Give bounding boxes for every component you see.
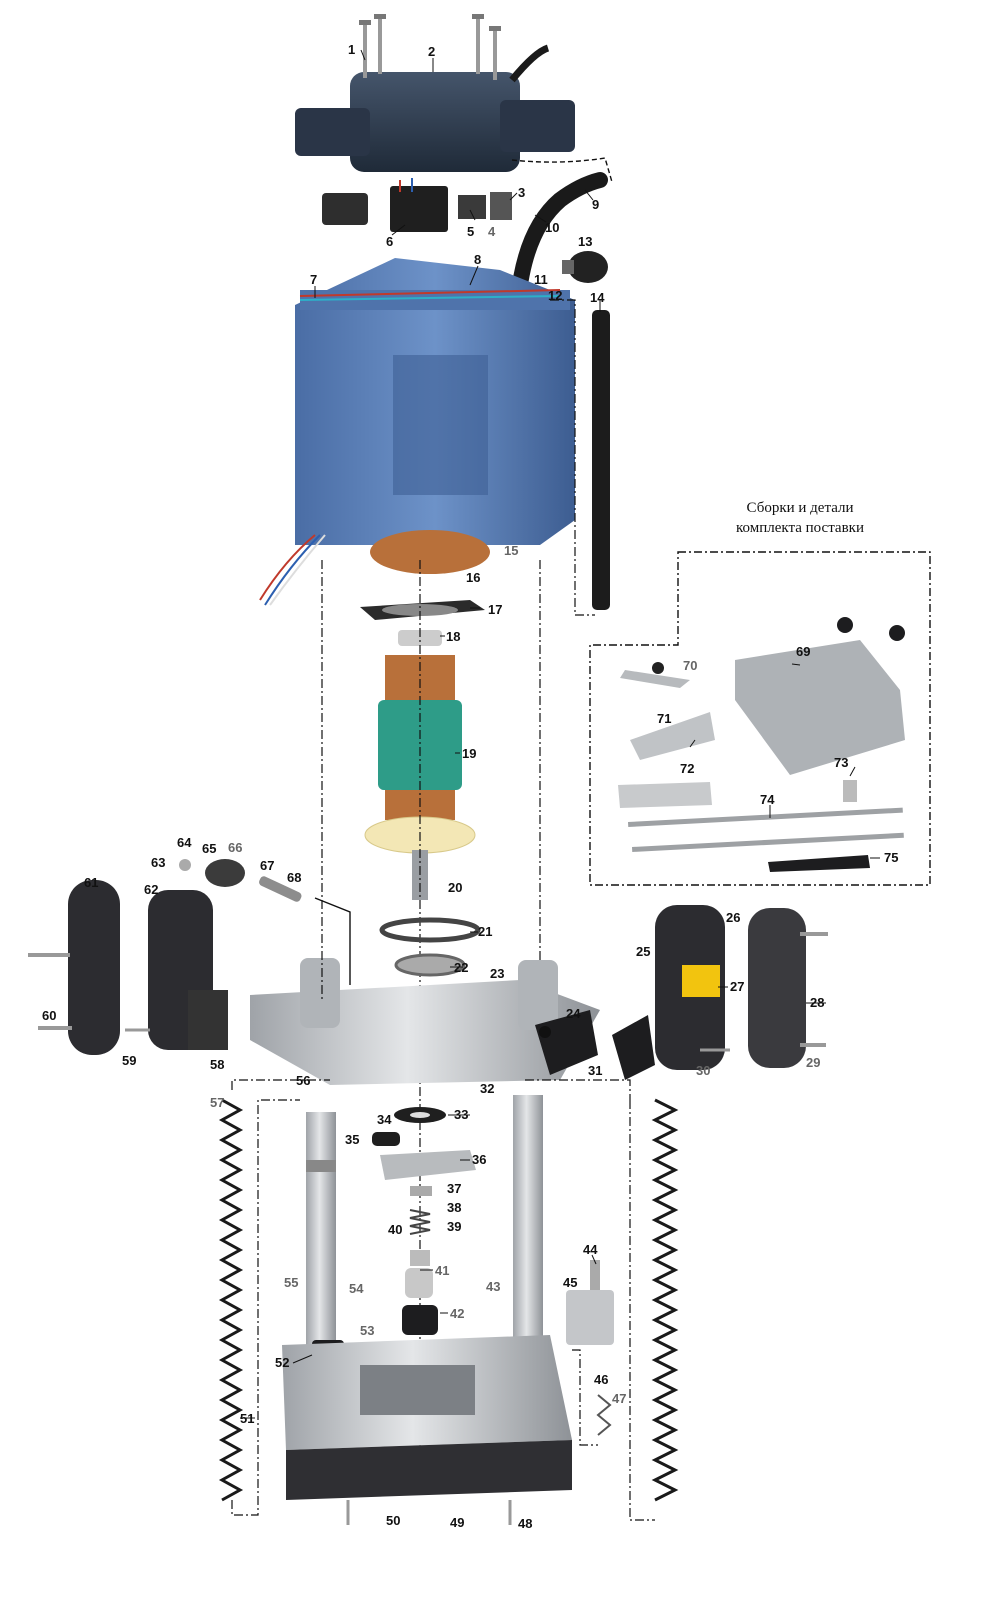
label-26: 26 — [726, 910, 740, 925]
right-handle-assembly — [612, 905, 828, 1080]
label-57: 57 — [210, 1095, 224, 1110]
kit-caption-line-1: Сборки и детали — [746, 500, 854, 516]
label-55: 55 — [284, 1275, 298, 1290]
label-47: 47 — [612, 1391, 626, 1406]
left-handle-assembly — [28, 859, 351, 1055]
label-10: 10 — [545, 220, 559, 235]
label-74: 74 — [760, 792, 775, 807]
label-18: 18 — [446, 629, 460, 644]
label-65: 65 — [202, 841, 216, 856]
leader-lines — [240, 49, 880, 1419]
label-48: 48 — [518, 1516, 532, 1531]
label-29: 29 — [806, 1055, 820, 1070]
label-23: 23 — [490, 966, 504, 981]
label-30: 30 — [696, 1063, 710, 1078]
label-6: 6 — [386, 234, 393, 249]
label-32: 32 — [480, 1081, 494, 1096]
motor-housing — [259, 258, 575, 606]
label-75: 75 — [884, 850, 898, 865]
label-4: 4 — [488, 224, 496, 239]
label-31: 31 — [588, 1063, 602, 1078]
label-3: 3 — [518, 185, 525, 200]
label-43: 43 — [486, 1279, 500, 1294]
label-71: 71 — [657, 711, 671, 726]
label-68: 68 — [287, 870, 301, 885]
base-plate — [282, 1335, 572, 1525]
label-17: 17 — [488, 602, 502, 617]
label-59: 59 — [122, 1053, 136, 1068]
label-54: 54 — [349, 1281, 364, 1296]
kit-caption: Сборки и детали комплекта поставки — [700, 498, 900, 538]
bearing-plate — [379, 917, 481, 977]
label-13: 13 — [578, 234, 592, 249]
label-51: 51 — [240, 1411, 254, 1426]
label-22: 22 — [454, 960, 468, 975]
label-62: 62 — [144, 882, 158, 897]
label-46: 46 — [594, 1372, 608, 1387]
label-64: 64 — [177, 835, 192, 850]
router-base-housing — [250, 958, 600, 1085]
label-8: 8 — [474, 252, 481, 267]
label-33: 33 — [454, 1107, 468, 1122]
label-73: 73 — [834, 755, 848, 770]
label-45: 45 — [563, 1275, 577, 1290]
label-50: 50 — [386, 1513, 400, 1528]
label-1: 1 — [348, 42, 355, 57]
label-27: 27 — [730, 979, 744, 994]
label-14: 14 — [590, 290, 605, 305]
label-24: 24 — [566, 1006, 581, 1021]
label-35: 35 — [345, 1132, 359, 1147]
label-44: 44 — [583, 1242, 598, 1257]
label-61: 61 — [84, 875, 98, 890]
label-70: 70 — [683, 658, 697, 673]
label-69: 69 — [796, 644, 810, 659]
speed-knob — [562, 251, 608, 283]
label-21: 21 — [478, 924, 492, 939]
label-56: 56 — [296, 1073, 310, 1088]
label-53: 53 — [360, 1323, 374, 1338]
label-20: 20 — [448, 880, 462, 895]
label-34: 34 — [377, 1112, 392, 1127]
label-16: 16 — [466, 570, 480, 585]
label-67: 67 — [260, 858, 274, 873]
part-numbers: 1 2 3 4 5 6 7 8 9 10 11 12 13 14 15 16 1… — [42, 42, 898, 1531]
depth-stop — [566, 1260, 614, 1345]
top-cover — [295, 14, 575, 172]
label-9: 9 — [592, 197, 599, 212]
label-42: 42 — [450, 1306, 464, 1321]
label-25: 25 — [636, 944, 650, 959]
label-12: 12 — [548, 288, 562, 303]
label-52: 52 — [275, 1355, 289, 1370]
label-63: 63 — [151, 855, 165, 870]
label-2: 2 — [428, 44, 435, 59]
label-60: 60 — [42, 1008, 56, 1023]
label-49: 49 — [450, 1515, 464, 1530]
label-37: 37 — [447, 1181, 461, 1196]
label-40: 40 — [388, 1222, 402, 1237]
label-19: 19 — [462, 746, 476, 761]
springs — [218, 1098, 679, 1502]
label-5: 5 — [467, 224, 474, 239]
label-72: 72 — [680, 761, 694, 776]
kit-box — [589, 551, 931, 886]
label-38: 38 — [447, 1200, 461, 1215]
label-66: 66 — [228, 840, 242, 855]
label-39: 39 — [447, 1219, 461, 1234]
power-cord — [510, 157, 613, 308]
label-58: 58 — [210, 1057, 224, 1072]
label-41: 41 — [435, 1263, 449, 1278]
label-7: 7 — [310, 272, 317, 287]
armature-assembly — [360, 600, 485, 900]
label-15: 15 — [504, 543, 518, 558]
kit-caption-line-2: комплекта поставки — [736, 520, 864, 536]
switch-components — [322, 178, 512, 232]
label-28: 28 — [810, 995, 824, 1010]
label-36: 36 — [472, 1152, 486, 1167]
label-11: 11 — [534, 272, 548, 287]
cable-guide — [592, 310, 610, 610]
collet-and-depth-parts — [372, 1107, 476, 1335]
